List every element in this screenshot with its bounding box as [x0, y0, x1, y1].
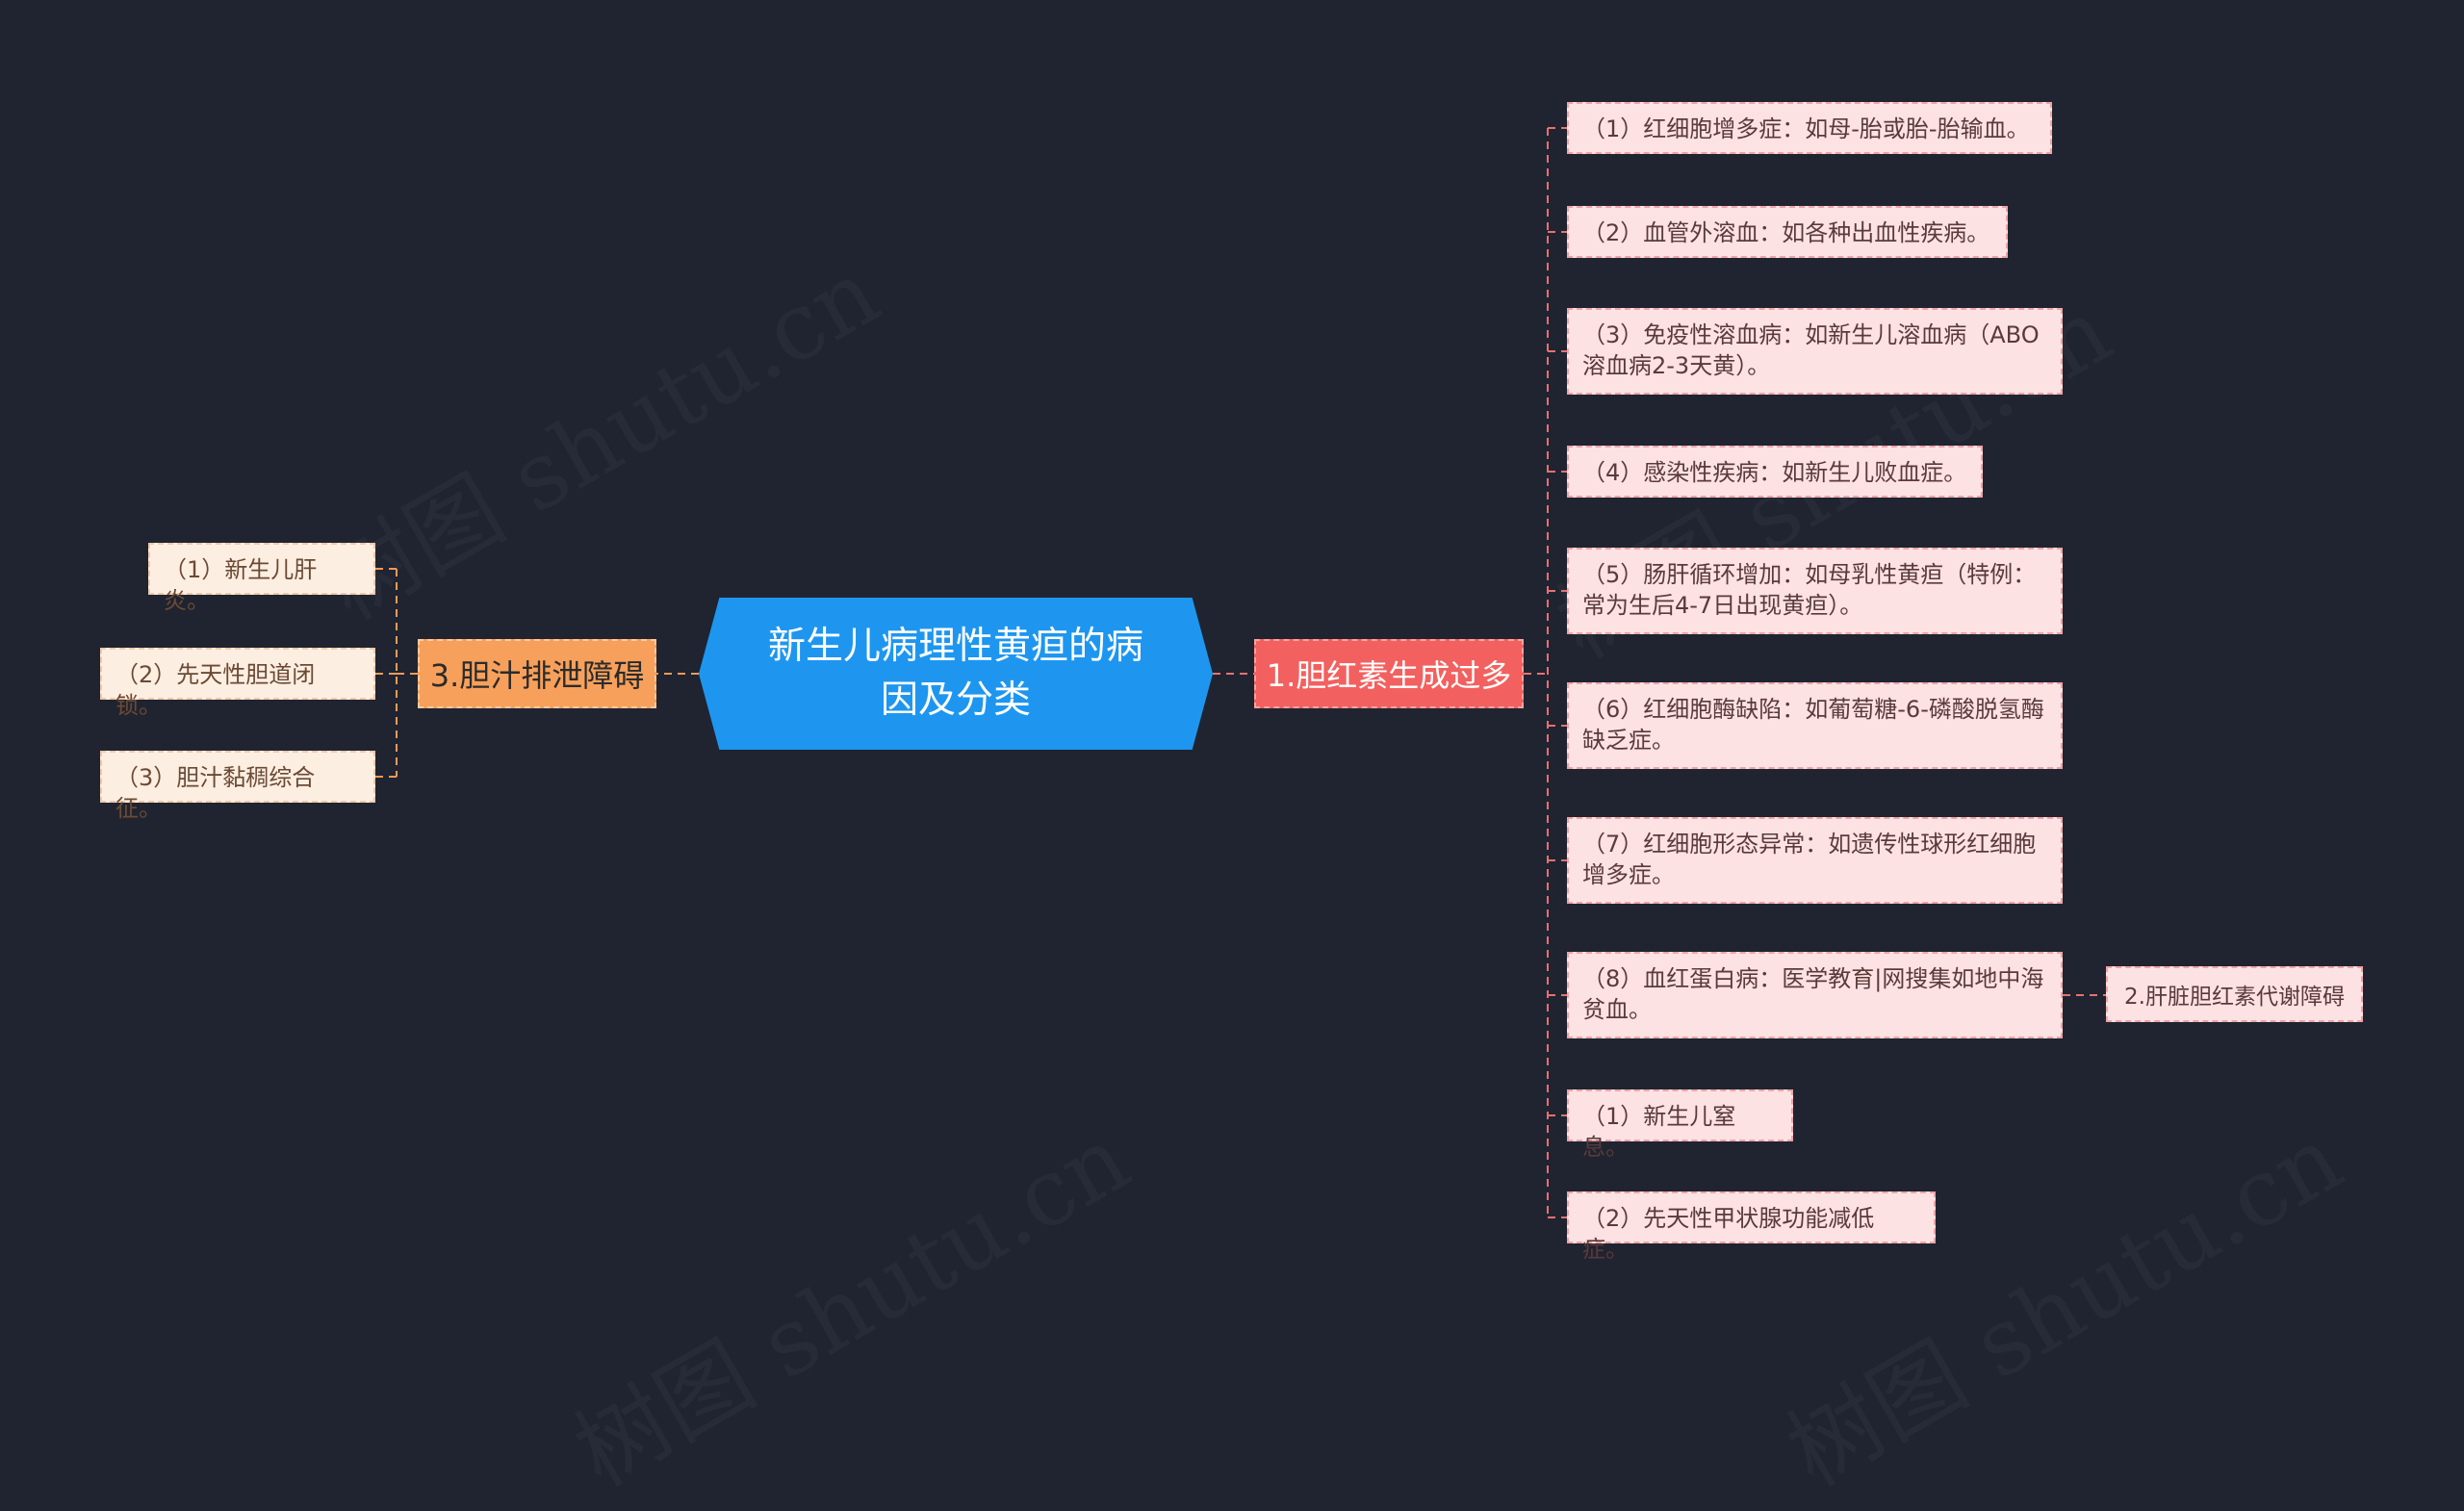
leaf-node[interactable]: （3）免疫性溶血病：如新生儿溶血病（ABO溶血病2-3天黄）。 — [1567, 308, 2063, 395]
leaf-node[interactable]: （1）红细胞增多症：如母-胎或胎-胎输血。 — [1567, 102, 2052, 154]
leaf-node[interactable]: （5）肠肝循环增加：如母乳性黄疸（特例：常为生后4-7日出现黄疸）。 — [1567, 548, 2063, 634]
leaf-node[interactable]: （8）血红蛋白病：医学教育|网搜集如地中海贫血。 — [1567, 952, 2063, 1038]
sub-branch-liver-bilirubin-metabolism[interactable]: 2.肝脏胆红素代谢障碍 — [2106, 966, 2363, 1022]
branch-bilirubin-overproduction[interactable]: 1.胆红素生成过多 — [1254, 639, 1524, 708]
central-topic-label: 新生儿病理性黄疸的病因及分类 — [767, 625, 1143, 722]
leaf-node[interactable]: （4）感染性疾病：如新生儿败血症。 — [1567, 446, 1983, 498]
leaf-label: （1）新生儿窒息。 — [1582, 1103, 1736, 1161]
connector-right-trunk — [1524, 128, 1549, 1217]
connector-left-trunk — [396, 569, 418, 777]
leaf-node[interactable]: （2）血管外溶血：如各种出血性疾病。 — [1567, 206, 2008, 258]
leaf-label: （3）胆汁黏稠综合征。 — [116, 764, 316, 822]
connector-lines — [375, 127, 2106, 1218]
leaf-node[interactable]: （2）先天性胆道闭锁。 — [100, 648, 375, 719]
leaf-label: （6）红细胞酶缺陷：如葡萄糖-6-磷酸脱氢酶缺乏症。 — [1582, 696, 2044, 754]
central-topic[interactable]: 新生儿病理性黄疸的病因及分类 — [699, 598, 1213, 750]
leaf-node[interactable]: （6）红细胞酶缺陷：如葡萄糖-6-磷酸脱氢酶缺乏症。 — [1567, 682, 2063, 769]
branch-bile-excretion-disorder[interactable]: 3.胆汁排泄障碍 — [418, 639, 656, 708]
leaf-node[interactable]: （7）红细胞形态异常：如遗传性球形红细胞增多症。 — [1567, 817, 2063, 904]
leaf-label: （5）肠肝循环增加：如母乳性黄疸（特例：常为生后4-7日出现黄疸）。 — [1582, 561, 2037, 619]
leaf-node[interactable]: （2）先天性甲状腺功能减低症。 — [1567, 1191, 1936, 1263]
leaf-node[interactable]: （3）胆汁黏稠综合征。 — [100, 751, 375, 822]
sub-branch-label: 2.肝脏胆红素代谢障碍 — [2124, 985, 2345, 1010]
leaf-node[interactable]: （1）新生儿窒息。 — [1567, 1089, 1793, 1161]
leaf-label: （4）感染性疾病：如新生儿败血症。 — [1582, 459, 1967, 486]
leaf-label: （1）新生儿肝炎。 — [164, 556, 318, 614]
leaf-label: （1）红细胞增多症：如母-胎或胎-胎输血。 — [1582, 115, 2030, 142]
mindmap-canvas: 树图 shutu.cn 树图 shutu.cn 树图 shutu.cn 树图 s… — [100, 102, 2363, 1263]
leaf-label: （2）先天性胆道闭锁。 — [116, 661, 316, 719]
branch-label: 3.胆汁排泄障碍 — [429, 657, 645, 694]
branch-label: 1.胆红素生成过多 — [1266, 657, 1512, 694]
leaf-label: （7）红细胞形态异常：如遗传性球形红细胞增多症。 — [1582, 831, 2037, 888]
leaf-label: （8）血红蛋白病：医学教育|网搜集如地中海贫血。 — [1582, 965, 2044, 1023]
leaf-label: （2）先天性甲状腺功能减低症。 — [1582, 1205, 1875, 1263]
leaf-label: （3）免疫性溶血病：如新生儿溶血病（ABO溶血病2-3天黄）。 — [1582, 321, 2040, 379]
leaf-node[interactable]: （1）新生儿肝炎。 — [148, 543, 375, 614]
leaf-label: （2）血管外溶血：如各种出血性疾病。 — [1582, 219, 1990, 246]
